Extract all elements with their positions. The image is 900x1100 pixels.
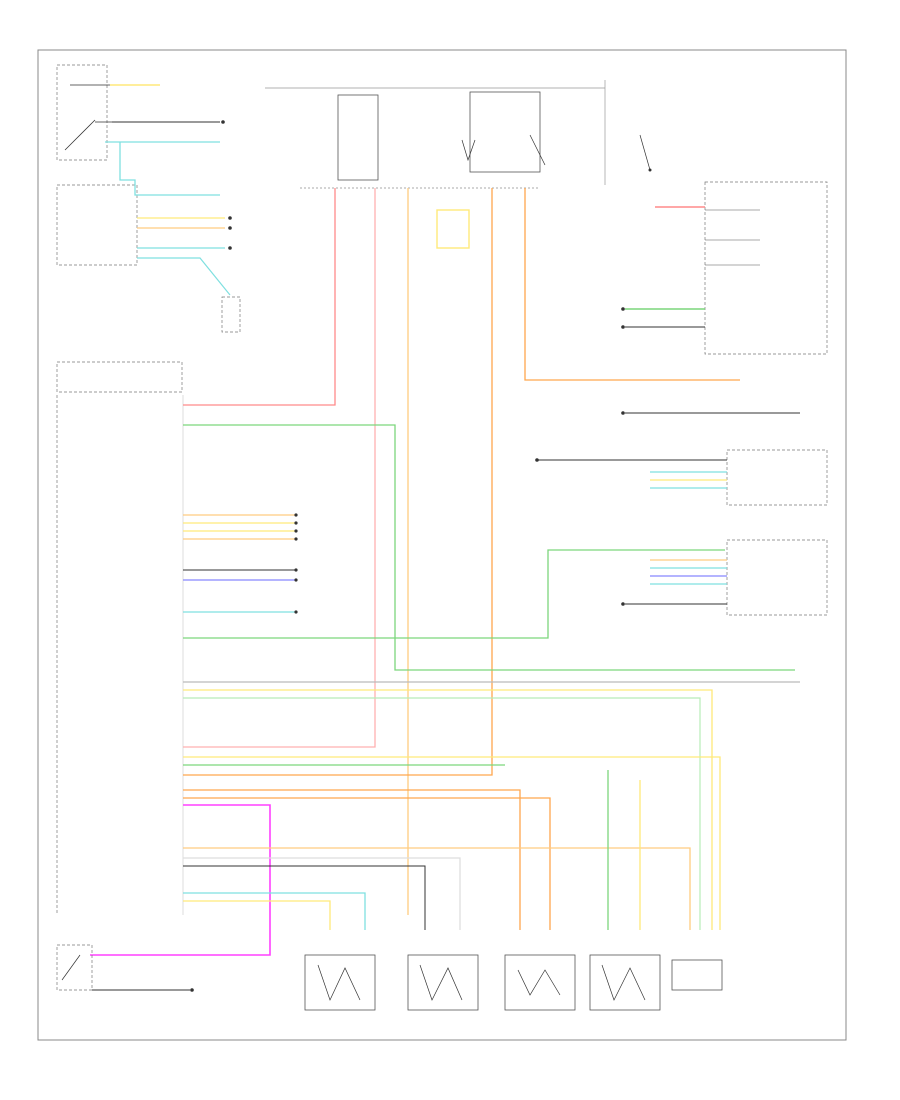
brake-booster-vacuum-sensor bbox=[671, 959, 723, 991]
brake-fluid-level-switch bbox=[56, 944, 93, 991]
wire-segment bbox=[183, 892, 366, 930]
traction-control-switch bbox=[56, 64, 112, 161]
instrument-panel-fuse-block bbox=[604, 80, 652, 185]
left-front-wheel-speed-sensor bbox=[304, 954, 376, 1011]
wire-segment bbox=[183, 756, 721, 930]
ebcm-module bbox=[56, 361, 183, 915]
diagram-frame bbox=[37, 49, 847, 1041]
splice-point bbox=[228, 226, 232, 230]
wire-segment bbox=[183, 847, 691, 930]
wire-segment bbox=[183, 797, 551, 930]
steering-wheel-position-sensor bbox=[726, 539, 828, 616]
wire-ignition-feed-2 bbox=[183, 188, 493, 776]
wire-battery-feed-2 bbox=[183, 188, 376, 748]
underhood-fuse-block bbox=[265, 87, 605, 181]
right-rear-wheel-speed-sensor bbox=[589, 954, 661, 1011]
wire-segment bbox=[183, 789, 521, 930]
splice-point bbox=[221, 120, 225, 124]
wire-segment bbox=[183, 697, 701, 930]
instrument-cluster bbox=[704, 181, 828, 355]
wire-segment bbox=[183, 689, 713, 930]
wire-segment bbox=[137, 257, 231, 296]
wire-serial-data-2 bbox=[183, 549, 725, 639]
wire-battery-feed bbox=[183, 188, 336, 406]
wire-loop bbox=[436, 209, 470, 249]
body-control-module bbox=[56, 184, 138, 266]
yaw-sensor bbox=[221, 296, 241, 333]
roll-rate-sensor bbox=[726, 449, 828, 506]
wire-segment bbox=[119, 160, 220, 196]
wire-segment bbox=[183, 865, 426, 930]
wire-serial-data bbox=[183, 424, 795, 671]
splice-point bbox=[228, 246, 232, 250]
wire-segment bbox=[105, 141, 220, 160]
wire-segment bbox=[183, 900, 331, 930]
wire-cluster-feed bbox=[524, 188, 740, 381]
left-rear-wheel-speed-sensor bbox=[504, 954, 576, 1011]
wire-segment bbox=[90, 804, 271, 956]
wire-segment bbox=[183, 857, 461, 930]
right-front-wheel-speed-sensor bbox=[407, 954, 479, 1011]
splice-point bbox=[228, 216, 232, 220]
